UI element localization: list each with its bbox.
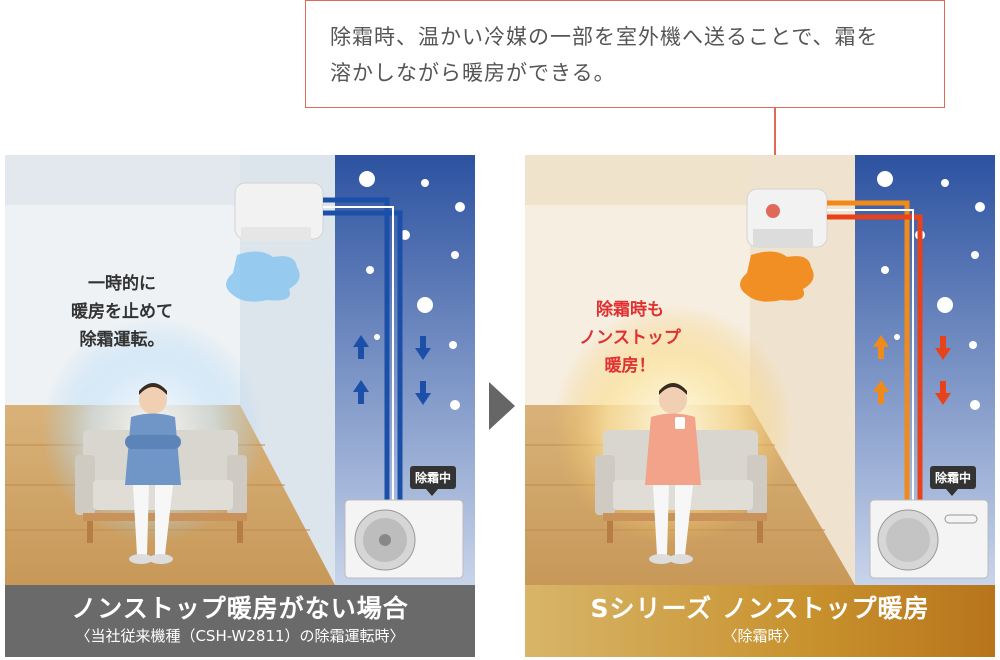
flow-arrows [873,335,951,405]
outdoor-unit [869,499,989,579]
s-series-label-line-1: 除霜時も [596,300,664,320]
conventional-scene [5,155,475,585]
callout-box: 除霜時、温かい冷媒の一部を室外機へ送ることで、霜を 溶かしながら暖房ができる。 [305,0,945,108]
cold-air [226,251,300,302]
conventional-label-line-2: 暖房を止めて [71,302,173,322]
pipes-blue [323,197,403,500]
s-series-label-line-3: 暖房！ [604,356,656,376]
s-series-caption: Sシリーズ ノンストップ暖房 〈除霜時〉 [525,585,995,657]
indoor-unit [234,182,324,241]
person-cold [125,383,181,564]
conventional-caption: ノンストップ暖房がない場合 〈当社従来機種（CSH-W2811）の除霜運転時〉 [5,585,475,657]
conventional-label-line-1: 一時的に [88,274,156,294]
warm-air [740,251,814,302]
callout-line-1: 除霜時、温かい冷媒の一部を室外機へ送ることで、霜を [330,25,879,49]
s-series-caption-title: Sシリーズ ノンストップ暖房 [590,594,930,623]
s-series-caption-sub: 〈除霜時〉 [722,627,798,645]
flow-arrows [353,335,431,405]
panel-s-series: 除霜中 [525,155,995,585]
callout-line-2: 溶かしながら暖房ができる。 [330,61,616,85]
indoor-unit [746,188,828,248]
conventional-label: 一時的に 暖房を止めて 除霜運転。 [62,270,182,354]
defrost-badge: 除霜中 [930,466,977,496]
s-series-label: 除霜時も ノンストップ 暖房！ [570,296,690,380]
conventional-label-line-3: 除霜運転。 [79,330,165,350]
s-series-label-line-2: ノンストップ [579,328,681,348]
outdoor-unit [344,499,464,579]
conventional-caption-title: ノンストップ暖房がない場合 [71,594,409,623]
pipes-warm [827,200,923,505]
person-warm [645,383,701,564]
panel-conventional: 除霜中 [5,155,475,585]
s-series-scene [525,155,995,585]
defrost-badge: 除霜中 [410,466,457,496]
transition-arrow-icon [489,382,515,430]
conventional-caption-sub: 〈当社従来機種（CSH-W2811）の除霜運転時〉 [75,627,405,645]
